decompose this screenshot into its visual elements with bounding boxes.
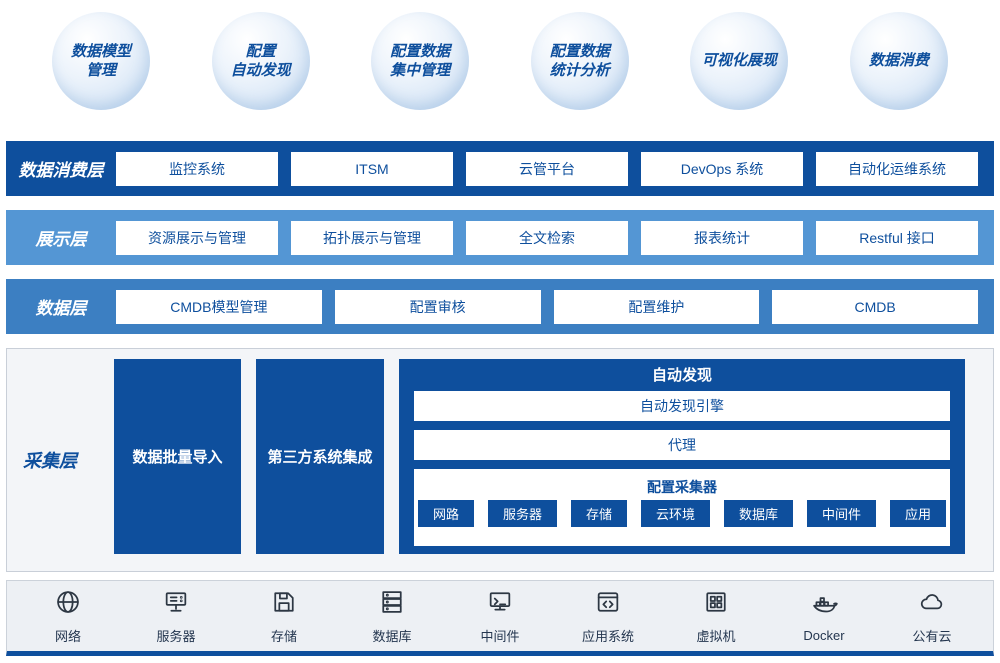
layer-item-report-stats: 报表统计 xyxy=(641,220,803,255)
layer-label: 采集层 xyxy=(23,451,77,471)
database-icon xyxy=(378,588,406,621)
auto-discovery-panel: 自动发现 自动发现引擎 代理 配置采集器 网路 服务器 存储 云环境 数据库 中… xyxy=(399,359,965,554)
chip-network: 网路 xyxy=(417,500,474,527)
capability-bubbles-row: 数据模型 管理 配置 自动发现 配置数据 集中管理 配置数据 统计分析 可视化展… xyxy=(52,12,948,110)
footer-item-network: 网络 xyxy=(37,588,99,645)
footer-label: 中间件 xyxy=(480,628,520,644)
layer-item-restful-api: Restful 接口 xyxy=(816,220,978,255)
footer-item-database: 数据库 xyxy=(361,588,423,645)
chip-database: 数据库 xyxy=(724,500,794,527)
footer-item-public-cloud: 公有云 xyxy=(901,588,963,645)
layer-item-devops: DevOps 系统 xyxy=(641,151,803,186)
bubble-data-model-management: 数据模型 管理 xyxy=(52,12,150,110)
bubble-text-line: 数据消费 xyxy=(868,52,929,70)
middleware-icon xyxy=(486,588,514,621)
application-icon xyxy=(594,588,622,621)
docker-icon xyxy=(810,590,838,623)
auto-discovery-title: 自动发现 xyxy=(651,367,712,384)
layer-item-automation-ops: 自动化运维系统 xyxy=(816,151,978,186)
footer-label: 网络 xyxy=(54,628,81,644)
footer-label: 公有云 xyxy=(912,628,952,644)
auto-discovery-agent: 代理 xyxy=(414,430,950,460)
footer-item-server: 服务器 xyxy=(145,588,207,645)
bubble-text-line: 数据模型 xyxy=(70,42,131,60)
footer-item-application: 应用系统 xyxy=(577,588,639,645)
layer-data: 数据层 CMDB模型管理 配置审核 配置维护 CMDB xyxy=(6,279,994,334)
layer-label: 数据层 xyxy=(35,299,87,318)
footer-label: 数据库 xyxy=(372,628,412,644)
bubble-text-line: 可视化展现 xyxy=(701,52,777,70)
bubble-text-line: 管理 xyxy=(85,62,116,79)
chip-cloud-env: 云环境 xyxy=(640,500,710,527)
footer-label: 存储 xyxy=(270,628,297,644)
bubble-text-line: 统计分析 xyxy=(549,62,610,79)
layer-items: CMDB模型管理 配置审核 配置维护 CMDB xyxy=(116,289,978,324)
chip-middleware: 中间件 xyxy=(807,500,877,527)
cloud-icon xyxy=(918,588,946,621)
config-collector-title: 配置采集器 xyxy=(647,479,717,495)
bubble-config-data-centralized: 配置数据 集中管理 xyxy=(371,12,470,110)
chip-storage: 存储 xyxy=(570,500,627,527)
layer-presentation: 展示层 资源展示与管理 拓扑展示与管理 全文检索 报表统计 Restful 接口 xyxy=(6,210,994,265)
footer-label: 应用系统 xyxy=(581,628,634,644)
layer-item-cloud-platform: 云管平台 xyxy=(466,151,628,186)
bubble-config-data-analytics: 配置数据 统计分析 xyxy=(530,12,629,110)
bubble-text-line: 自动发现 xyxy=(230,62,291,79)
server-icon xyxy=(162,588,190,621)
globe-icon xyxy=(54,588,82,621)
chip-application: 应用 xyxy=(890,500,947,527)
bubble-text-line: 配置数据 xyxy=(390,42,451,60)
storage-icon xyxy=(270,588,298,621)
auto-discovery-engine: 自动发现引擎 xyxy=(414,391,950,421)
layer-item-config-audit: 配置审核 xyxy=(334,289,541,324)
resource-footer-bar: 网络 服务器 存储 数据库 中间件 xyxy=(6,580,994,656)
layer-item-fulltext-search: 全文检索 xyxy=(466,220,628,255)
config-collector-panel: 配置采集器 网路 服务器 存储 云环境 数据库 中间件 应用 xyxy=(414,469,950,546)
footer-label: 虚拟机 xyxy=(696,628,736,644)
bubble-visualization: 可视化展现 xyxy=(690,12,789,110)
layer-item-itsm: ITSM xyxy=(291,151,453,186)
layer-item-monitoring: 监控系统 xyxy=(116,151,278,186)
footer-item-storage: 存储 xyxy=(253,588,315,645)
footer-label: 服务器 xyxy=(156,628,196,644)
layer-collection: 采集层 数据批量导入 第三方系统集成 自动发现 自动发现引擎 代理 配置采集器 … xyxy=(6,348,994,572)
layer-item-cmdb-model: CMDB模型管理 xyxy=(116,289,322,324)
block-third-party-integration: 第三方系统集成 xyxy=(256,359,384,554)
layer-item-config-maintenance: 配置维护 xyxy=(553,289,760,324)
layer-label: 数据消费层 xyxy=(18,161,104,180)
footer-item-docker: Docker xyxy=(793,590,855,643)
layer-item-resource-display: 资源展示与管理 xyxy=(116,220,278,255)
bubble-text-line: 配置 xyxy=(245,42,276,60)
layer-items: 监控系统 ITSM 云管平台 DevOps 系统 自动化运维系统 xyxy=(116,151,978,186)
bubble-text-line: 配置数据 xyxy=(549,42,610,60)
layer-item-cmdb: CMDB xyxy=(772,289,978,324)
layer-label: 展示层 xyxy=(35,230,87,249)
bubble-text-line: 集中管理 xyxy=(390,62,451,79)
collector-chips: 网路 服务器 存储 云环境 数据库 中间件 应用 xyxy=(414,500,950,527)
bubble-data-consumption: 数据消费 xyxy=(849,12,948,110)
layer-item-topology-display: 拓扑展示与管理 xyxy=(291,220,453,255)
footer-item-vm: 虚拟机 xyxy=(685,588,747,645)
block-batch-import: 数据批量导入 xyxy=(114,359,241,554)
bubble-config-auto-discovery: 配置 自动发现 xyxy=(211,12,310,110)
vm-icon xyxy=(702,588,730,621)
footer-item-middleware: 中间件 xyxy=(469,588,531,645)
chip-server: 服务器 xyxy=(487,500,557,527)
footer-label: Docker xyxy=(803,627,845,643)
layer-data-consumption: 数据消费层 监控系统 ITSM 云管平台 DevOps 系统 自动化运维系统 xyxy=(6,141,994,196)
layer-items: 资源展示与管理 拓扑展示与管理 全文检索 报表统计 Restful 接口 xyxy=(116,220,978,255)
